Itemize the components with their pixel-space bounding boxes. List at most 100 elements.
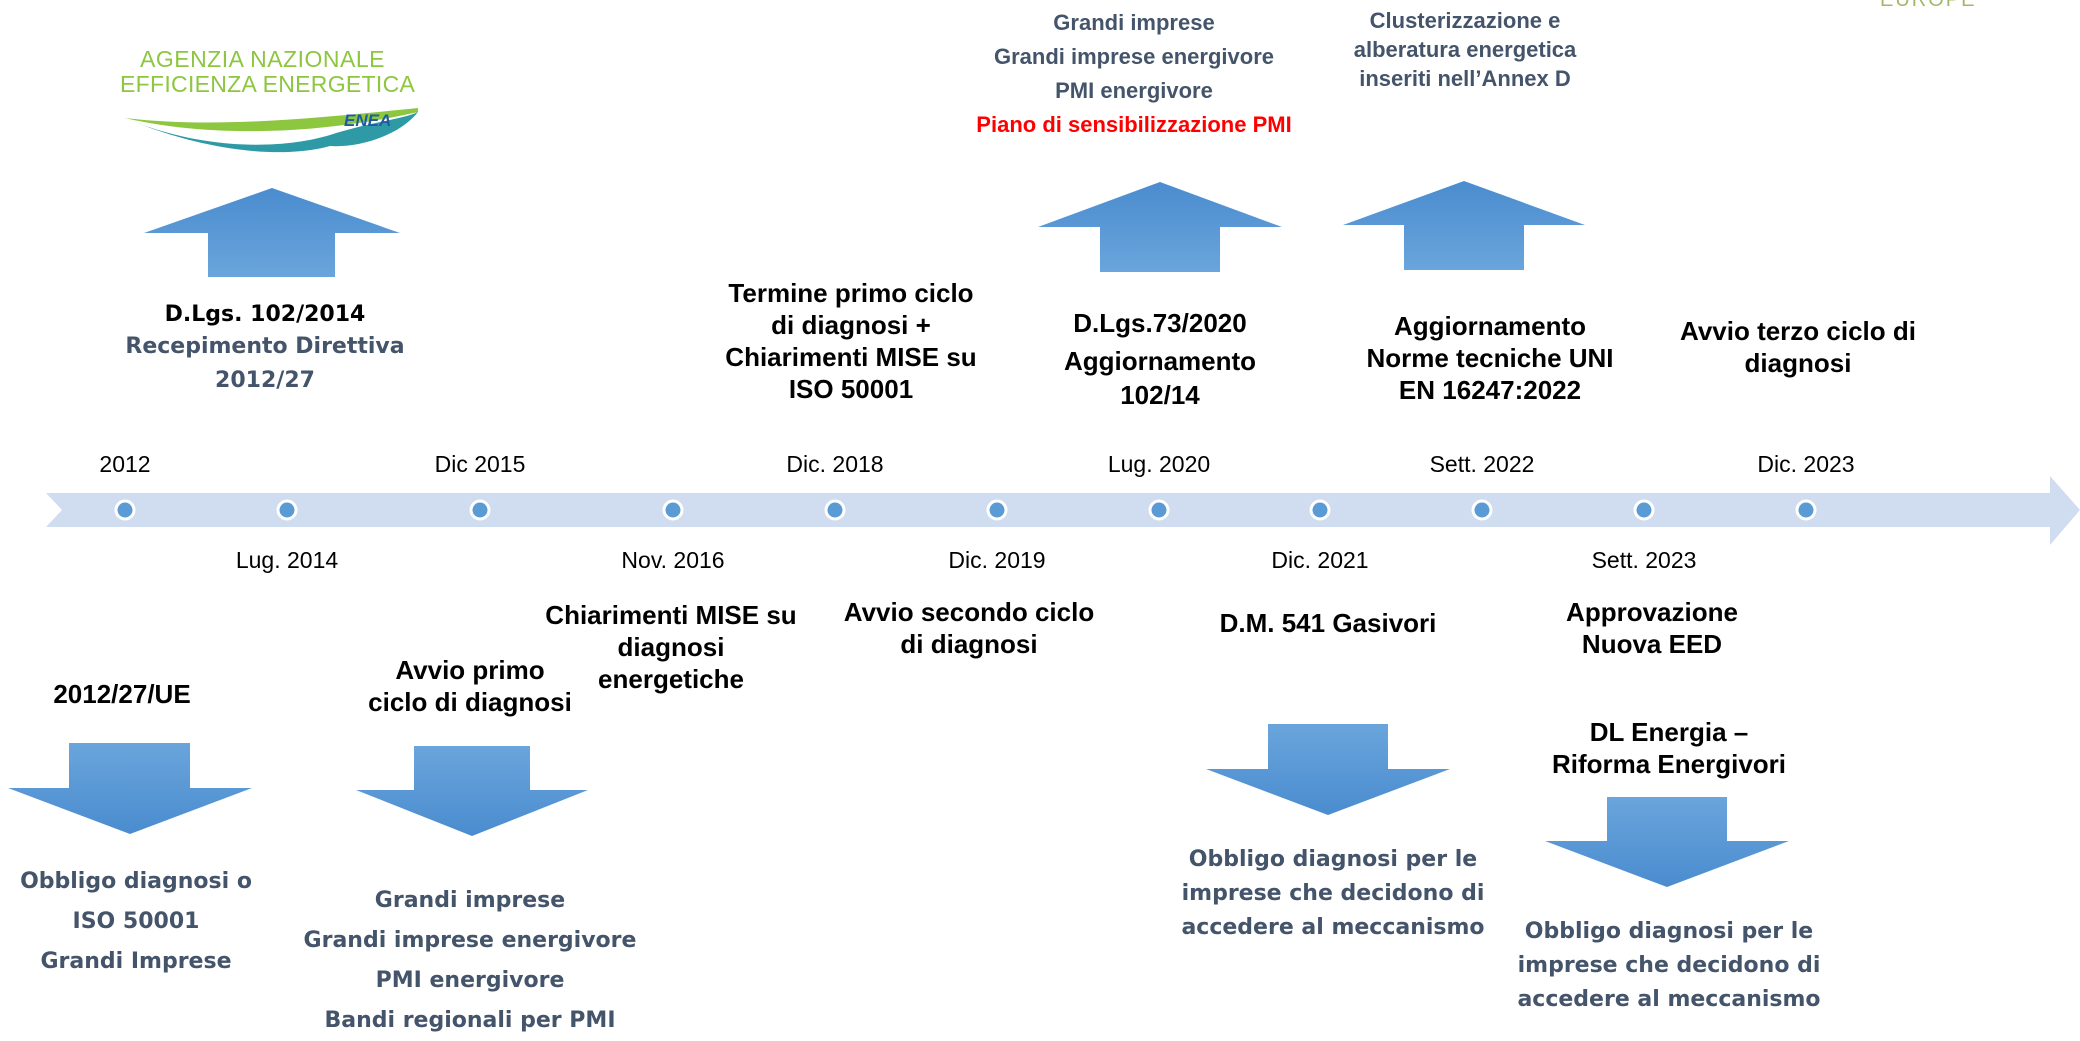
- note-line: imprese che decidono di: [1517, 953, 1821, 978]
- date-2012: 2012: [99, 451, 151, 477]
- timeline-arrow: [46, 476, 2080, 545]
- dot-sett-2023: [1633, 499, 1655, 521]
- note-obbligo-grandi-imprese: Obbligo diagnosi o ISO 50001 Grandi Impr…: [20, 862, 252, 982]
- event-line: energetiche: [598, 664, 744, 694]
- date-sett-2022: Sett. 2022: [1429, 451, 1535, 477]
- note-primo-ciclo-targets: Grandi imprese Grandi imprese energivore…: [304, 881, 637, 1041]
- note-line: Grandi imprese: [374, 888, 566, 913]
- event-line: D.Lgs.73/2020: [1073, 308, 1247, 338]
- date-sett-2023: Sett. 2023: [1591, 547, 1697, 573]
- event-line: diagnosi: [1744, 348, 1852, 378]
- event-line: Norme tecniche UNI: [1366, 343, 1614, 373]
- event-line: DL Energia –: [1589, 717, 1749, 747]
- date-dic-2019: Dic. 2019: [948, 547, 1046, 573]
- timeline-dots: [114, 499, 1817, 521]
- note-line: PMI energivore: [375, 968, 565, 993]
- event-line: Aggiornamento: [1063, 346, 1257, 376]
- event-line: Riforma Energivori: [1551, 749, 1787, 779]
- note-line: Obbligo diagnosi o: [20, 869, 252, 894]
- event-line: Avvio primo: [395, 655, 545, 685]
- note-line: ISO 50001: [72, 909, 200, 934]
- event-dl-energia: DL Energia – Riforma Energivori: [1552, 716, 1786, 780]
- note-annex-d: Clusterizzazione e alberatura energetica…: [1354, 6, 1577, 93]
- event-chiarimenti-mise-diagnosi: Chiarimenti MISE su diagnosi energetiche: [545, 599, 796, 695]
- event-termine-primo-ciclo: Termine primo ciclo di diagnosi + Chiari…: [725, 277, 976, 405]
- note-line: Bandi regionali per PMI: [324, 1008, 616, 1033]
- note-line: Grandi imprese: [1053, 10, 1215, 35]
- note-dl-energia-obbligo: Obbligo diagnosi per le imprese che deci…: [1517, 915, 1820, 1017]
- event-dlgs-102-2014: D.Lgs. 102/2014 Recepimento Direttiva 20…: [125, 300, 404, 398]
- dot-nov-2016: [662, 499, 684, 521]
- event-line: Nuova EED: [1581, 629, 1723, 659]
- down-arrow-gasivori: [1206, 724, 1450, 815]
- date-nov-2016: Nov. 2016: [621, 547, 725, 573]
- date-dic-2023: Dic. 2023: [1757, 451, 1855, 477]
- event-title: D.Lgs. 102/2014: [164, 302, 366, 327]
- date-lug-2020: Lug. 2020: [1107, 451, 1211, 477]
- note-line: Obbligo diagnosi per le: [1188, 847, 1478, 872]
- dot-lug-2020: [1148, 499, 1170, 521]
- corner-text: EUROPE: [1880, 0, 1977, 11]
- event-line: Avvio terzo ciclo di: [1680, 316, 1916, 346]
- event-avvio-terzo-ciclo: Avvio terzo ciclo di diagnosi: [1680, 315, 1916, 379]
- date-dic-2018: Dic. 2018: [786, 451, 884, 477]
- event-line: di diagnosi: [900, 629, 1038, 659]
- event-line: Chiarimenti MISE su: [545, 600, 797, 630]
- logo-line2: EFFICIENZA ENERGETICA: [120, 71, 416, 97]
- dot-dic-2023: [1795, 499, 1817, 521]
- logo-line1: AGENZIA NAZIONALE: [140, 46, 385, 72]
- dot-sett-2022: [1471, 499, 1493, 521]
- event-dm-541-gasivori: D.M. 541 Gasivori: [1220, 607, 1437, 639]
- up-arrow-2020: [1038, 182, 1282, 272]
- event-line: Approvazione: [1566, 597, 1738, 627]
- note-highlight: Piano di sensibilizzazione PMI: [976, 112, 1292, 137]
- event-line: 102/14: [1120, 380, 1200, 410]
- note-line: Clusterizzazione e: [1369, 8, 1561, 33]
- event-line: ciclo di diagnosi: [368, 687, 572, 717]
- date-dic-2021: Dic. 2021: [1271, 547, 1369, 573]
- dot-2012: [114, 499, 136, 521]
- event-aggiornamento-uni: Aggiornamento Norme tecniche UNI EN 1624…: [1366, 310, 1613, 406]
- note-line: imprese che decidono di: [1181, 881, 1485, 906]
- date-lug-2014: Lug. 2014: [235, 547, 339, 573]
- event-avvio-primo-ciclo: Avvio primo ciclo di diagnosi: [368, 654, 572, 718]
- up-arrow-2022: [1343, 181, 1585, 270]
- note-line: accedere al meccanismo: [1517, 987, 1821, 1012]
- dot-lug-2014: [276, 499, 298, 521]
- logo-mark: ENEA: [344, 111, 392, 130]
- event-line: diagnosi: [617, 632, 725, 662]
- event-line: Avvio secondo ciclo: [843, 597, 1095, 627]
- event-subtitle: 2012/27: [215, 368, 315, 393]
- note-dlgs-73-targets: Grandi imprese Grandi imprese energivore…: [976, 6, 1291, 142]
- dot-dic-2021: [1309, 499, 1331, 521]
- note-line: PMI energivore: [1055, 78, 1213, 103]
- up-arrow-2014: [144, 188, 400, 277]
- event-line: Aggiornamento: [1393, 311, 1587, 341]
- dot-dic-2019: [986, 499, 1008, 521]
- date-dic-2015: Dic 2015: [434, 451, 526, 477]
- dot-dic-2015: [469, 499, 491, 521]
- note-gasivori-obbligo: Obbligo diagnosi per le imprese che deci…: [1181, 843, 1484, 945]
- down-arrow-dl-energia: [1545, 797, 1789, 887]
- note-line: Obbligo diagnosi per le: [1524, 919, 1814, 944]
- note-line: Grandi Imprese: [40, 949, 232, 974]
- event-line: di diagnosi +: [771, 310, 931, 340]
- event-line: Chiarimenti MISE su: [725, 342, 977, 372]
- note-line: alberatura energetica: [1353, 37, 1577, 62]
- event-dlgs-73-2020: D.Lgs.73/2020 Aggiornamento 102/14: [1064, 304, 1256, 410]
- down-arrow-2012: [8, 743, 252, 834]
- enea-logo: [125, 108, 418, 153]
- note-line: Grandi imprese energivore: [303, 928, 637, 953]
- down-arrow-primo-ciclo: [356, 746, 588, 836]
- note-line: inseriti nell’Annex D: [1359, 66, 1571, 91]
- event-line: 2012/27/UE: [53, 679, 191, 709]
- note-line: Grandi imprese energivore: [993, 44, 1274, 69]
- event-subtitle: Recepimento Direttiva: [125, 334, 405, 359]
- note-line: accedere al meccanismo: [1181, 915, 1485, 940]
- event-line: EN 16247:2022: [1398, 375, 1582, 405]
- event-line: D.M. 541 Gasivori: [1219, 608, 1437, 638]
- event-line: Termine primo ciclo: [728, 278, 974, 308]
- dot-dic-2018: [824, 499, 846, 521]
- event-2012-27-ue: 2012/27/UE: [53, 678, 190, 710]
